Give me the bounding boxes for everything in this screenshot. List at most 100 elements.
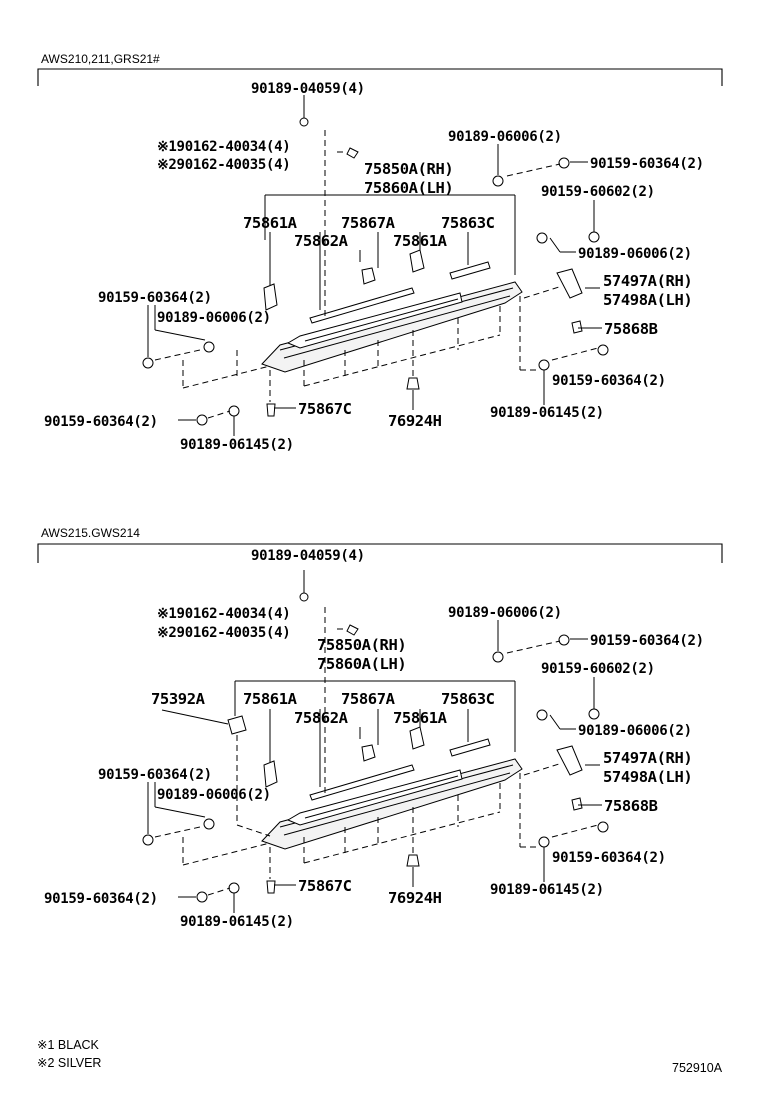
label-90159-60364-lowright: 90159-60364(2) <box>552 850 666 866</box>
label-90189-06145-right: 90189-06145(2) <box>490 882 604 898</box>
screw-90159-60602 <box>588 708 600 720</box>
label-57497a: 57497A(RH) <box>603 749 692 767</box>
label-90159-60364-lowright: 90159-60364(2) <box>552 373 666 389</box>
clip-75867a <box>361 267 376 285</box>
note-black: ※1 BLACK <box>37 1038 100 1052</box>
label-75868b: 75868B <box>604 320 658 338</box>
screw-90159-60364-right <box>558 157 570 169</box>
label-75850a: 75850A(RH) <box>317 636 406 654</box>
nut-90189-06006-right <box>536 232 548 244</box>
label-57498a: 57498A(LH) <box>603 768 692 786</box>
label-75861a-right: 75861A <box>393 232 448 250</box>
label-90162-40034: ※190162-40034(4) <box>157 606 290 622</box>
label-90159-60602: 90159-60602(2) <box>541 184 655 200</box>
label-76924h: 76924H <box>388 889 442 907</box>
screw-90162 <box>346 624 359 636</box>
clip-75861a-left <box>263 283 278 311</box>
label-75861a-left: 75861A <box>243 690 298 708</box>
leader-lines <box>147 95 602 436</box>
diagram-section-2: AWS215.GWS214 <box>37 526 723 930</box>
side-moulding <box>261 281 523 373</box>
screw-90159-60364-left <box>142 357 154 369</box>
clip-76924h <box>406 854 420 867</box>
label-75868b: 75868B <box>604 797 658 815</box>
leader-lines <box>147 570 602 913</box>
nut-90189-06006-right <box>536 709 548 721</box>
screw-90159-60602 <box>588 231 600 243</box>
label-75860a: 75860A(LH) <box>364 179 453 197</box>
label-90189-06145-bottom: 90189-06145(2) <box>180 437 294 453</box>
clip-75867a <box>361 744 376 762</box>
nut-90189-04059 <box>299 592 309 602</box>
label-90189-06006-top: 90189-06006(2) <box>448 605 562 621</box>
figure-code: 752910A <box>672 1061 723 1075</box>
label-75863c: 75863C <box>441 690 495 708</box>
label-75850a: 75850A(RH) <box>364 160 453 178</box>
side-moulding-assembly <box>142 592 609 903</box>
footer: ※1 BLACK ※2 SILVER 752910A <box>37 1038 723 1075</box>
nut-90189-06006-top <box>492 175 504 187</box>
label-90162-40035: ※290162-40035(4) <box>157 157 290 173</box>
label-75863c: 75863C <box>441 214 495 232</box>
clip-75861a-right <box>409 249 425 273</box>
clip-75867c <box>266 403 276 417</box>
nut-90189-06006-left <box>203 818 215 830</box>
screw-90159-60364-lowright <box>597 344 609 356</box>
bracket-57497a <box>556 268 583 299</box>
nut-90189-06006-top <box>492 651 504 663</box>
moulding-insert <box>286 769 463 826</box>
section-bracket <box>37 543 723 563</box>
label-90159-60364-left: 90159-60364(2) <box>98 290 212 306</box>
screw-90159-60364-left <box>142 834 154 846</box>
screw-90159-60364-bottom <box>196 891 208 903</box>
label-90162-40034: ※190162-40034(4) <box>157 139 290 155</box>
label-90162-40035: ※290162-40035(4) <box>157 625 290 641</box>
label-57497a: 57497A(RH) <box>603 272 692 290</box>
side-moulding-assembly <box>142 117 609 426</box>
label-75861a-left: 75861A <box>243 214 298 232</box>
label-75392a: 75392A <box>151 690 206 708</box>
label-57498a: 57498A(LH) <box>603 291 692 309</box>
label-75862a: 75862A <box>294 709 349 727</box>
label-76924h: 76924H <box>388 412 442 430</box>
section-bracket <box>37 68 723 86</box>
strip-75863c <box>449 261 491 280</box>
label-75860a: 75860A(LH) <box>317 655 406 673</box>
label-75867a: 75867A <box>341 214 396 232</box>
nut-90189-06145-right <box>538 359 550 371</box>
label-75867c: 75867C <box>298 877 352 895</box>
label-90189-06006-left: 90189-06006(2) <box>157 787 271 803</box>
note-silver: ※2 SILVER <box>37 1056 101 1070</box>
label-90159-60364-right: 90159-60364(2) <box>590 156 704 172</box>
clip-75868b <box>571 797 583 811</box>
section-header: AWS210,211,GRS21# <box>41 52 160 66</box>
label-90189-04059: 90189-04059(4) <box>251 548 365 564</box>
label-90189-04059: 90189-04059(4) <box>251 81 365 97</box>
label-75867c: 75867C <box>298 400 352 418</box>
nut-90189-04059 <box>299 117 309 127</box>
clip-75392a <box>227 715 247 735</box>
clip-75861a-right <box>409 726 425 750</box>
label-90189-06145-right: 90189-06145(2) <box>490 405 604 421</box>
label-90189-06145-bottom: 90189-06145(2) <box>180 914 294 930</box>
screw-90159-60364-right <box>558 634 570 646</box>
screw-90159-60364-bottom <box>196 414 208 426</box>
label-75862a: 75862A <box>294 232 349 250</box>
label-75861a-right: 75861A <box>393 709 448 727</box>
label-90159-60364-bottom: 90159-60364(2) <box>44 414 158 430</box>
label-90189-06006-right: 90189-06006(2) <box>578 246 692 262</box>
section-header: AWS215.GWS214 <box>41 526 140 540</box>
screw-90159-60364-lowright <box>597 821 609 833</box>
label-90159-60602: 90159-60602(2) <box>541 661 655 677</box>
clip-76924h <box>406 377 420 390</box>
clip-75861a-left <box>263 760 278 788</box>
nut-90189-06145-bottom <box>228 882 240 894</box>
label-90189-06006-right: 90189-06006(2) <box>578 723 692 739</box>
nut-90189-06145-bottom <box>228 405 240 417</box>
nut-90189-06145-right <box>538 836 550 848</box>
label-75867a: 75867A <box>341 690 396 708</box>
nut-90189-06006-left <box>203 341 215 353</box>
label-90159-60364-left: 90159-60364(2) <box>98 767 212 783</box>
label-90159-60364-bottom: 90159-60364(2) <box>44 891 158 907</box>
